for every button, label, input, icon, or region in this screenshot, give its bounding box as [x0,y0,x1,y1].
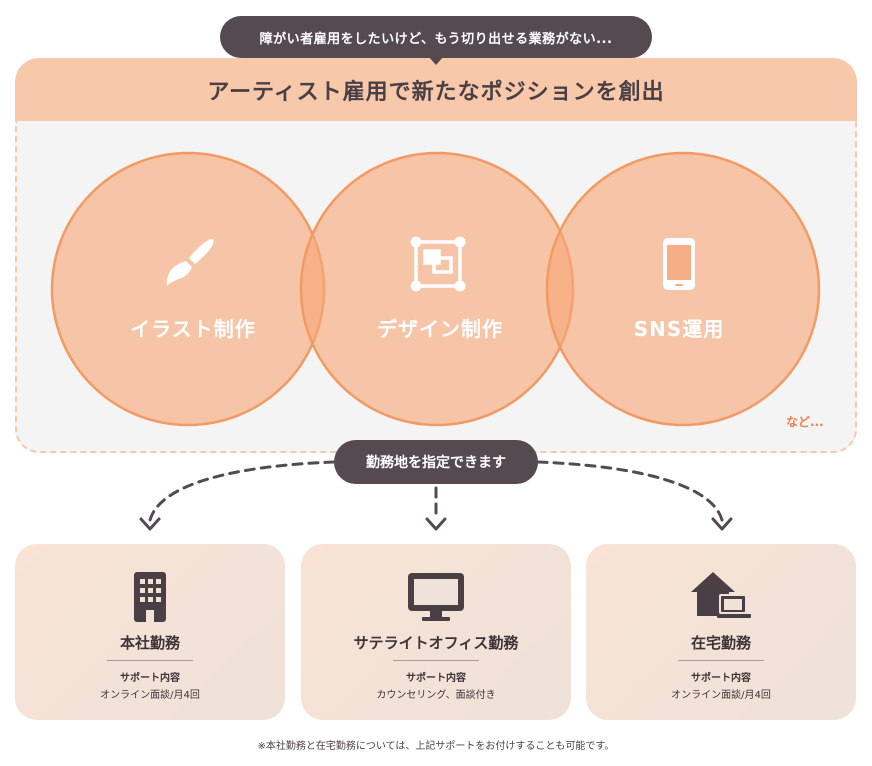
paintbrush-icon [166,238,214,286]
smartphone-icon [663,238,695,290]
card-divider [107,660,193,661]
arrow-left [148,460,336,522]
design-frame-icon [410,236,466,292]
etc-label: など... [786,415,824,429]
card-remote-work: 在宅勤務 サポート内容 オンライン面談/月4回 [586,544,856,720]
arrowhead-center [425,517,447,531]
card-satellite-office: サテライトオフィス勤務 サポート内容 カウンセリング、面談付き [301,544,571,720]
top-speech-bubble: 障がい者雇用をしたいけど、もう切り出せる業務がない... [220,16,652,58]
card-title: 本社勤務 [119,634,180,652]
panel-title: アーティスト雇用で新たなポジションを創出 [15,58,857,121]
office-building-icon [134,572,166,622]
circle-label-illustration: イラスト制作 [130,317,256,341]
card-support-detail: オンライン面談/月4回 [671,690,771,701]
location-bubble: 勤務地を指定できます [334,440,538,484]
card-head-office: 本社勤務 サポート内容 オンライン面談/月4回 [15,544,285,720]
circle-label-sns: SNS運用 [633,317,725,341]
card-divider [393,660,479,661]
card-support-label: サポート内容 [120,673,180,684]
desktop-monitor-icon [408,573,464,621]
card-title: サテライトオフィス勤務 [353,634,519,652]
arrow-right [536,460,724,522]
speech-bubble-tail [428,56,444,65]
home-laptop-icon [691,572,751,618]
card-support-label: サポート内容 [691,673,751,684]
arrowhead-right [711,517,733,531]
footnote: ※本社勤務と在宅勤務については、上記サポートをお付けすることも可能です。 [257,741,615,752]
card-support-label: サポート内容 [406,673,466,684]
card-divider [678,660,764,661]
card-support-detail: カウンセリング、面談付き [376,690,496,701]
card-support-detail: オンライン面談/月4回 [100,690,200,701]
circle-label-design: デザイン制作 [377,317,503,341]
card-title: 在宅勤務 [690,634,751,652]
arrowhead-left [139,517,161,531]
